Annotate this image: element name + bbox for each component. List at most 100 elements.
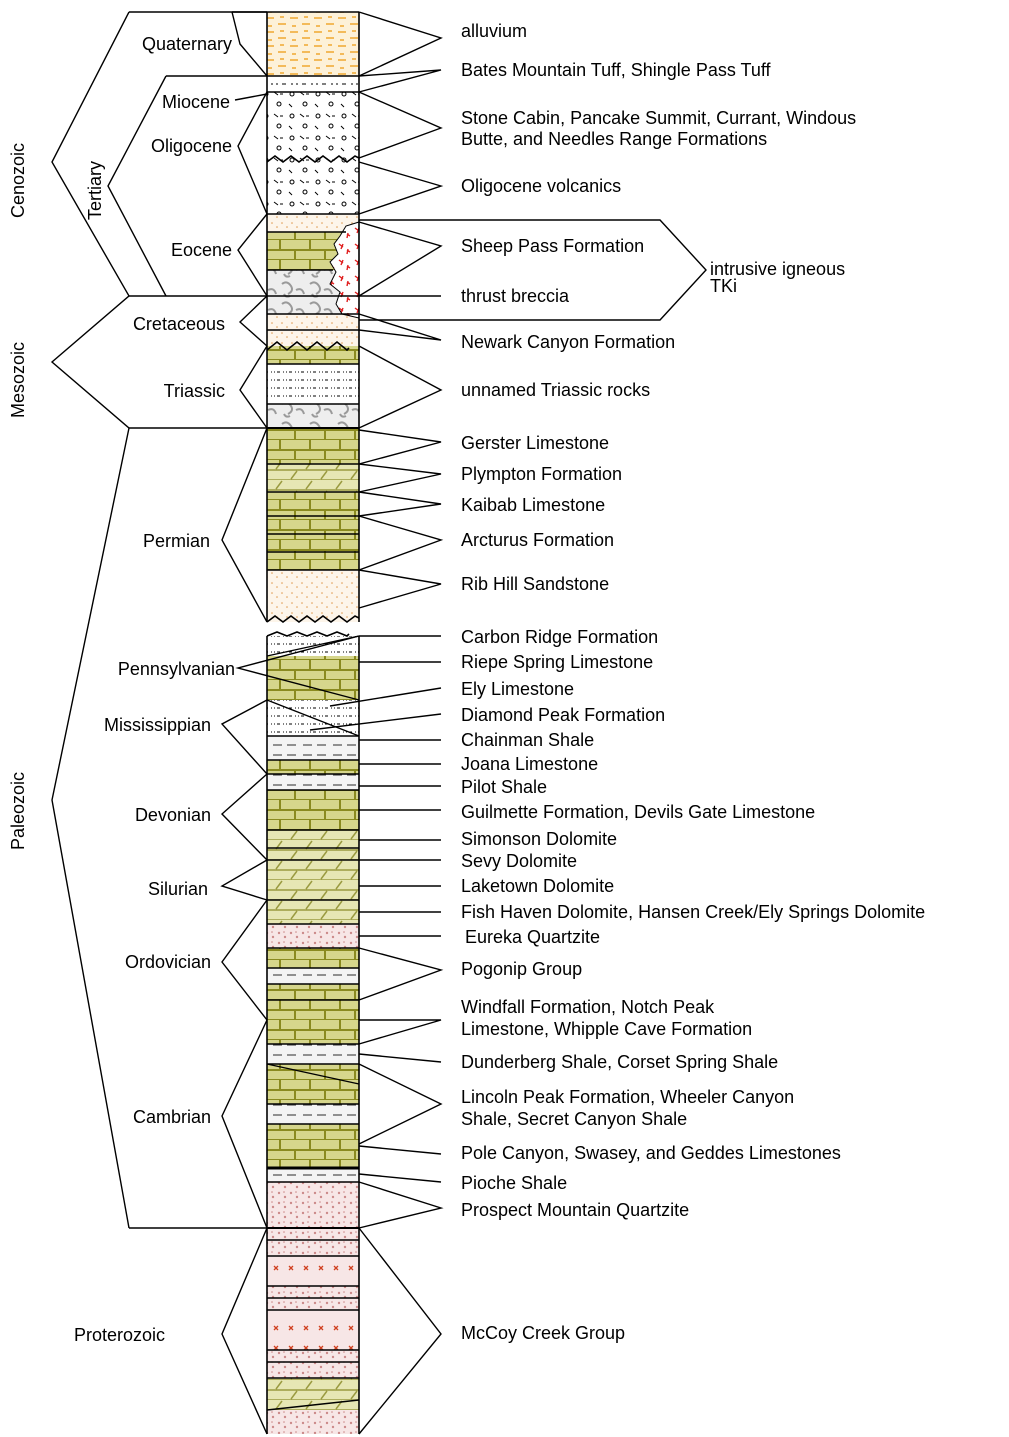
label-alluvium: alluvium (461, 21, 527, 41)
bed-joana-limestone (267, 760, 359, 774)
bed-mccoy-meta-2 (267, 1310, 359, 1350)
bracket-devonian (220, 773, 268, 861)
label-dunderberg: Dunderberg Shale, Corset Spring Shale (461, 1052, 778, 1072)
unit-labels: alluvium Bates Mountain Tuff, Shingle Pa… (461, 21, 925, 1343)
bed-stone-cabin-volcanics (267, 92, 359, 158)
bracket-silurian (220, 859, 268, 901)
bed-mccoy-quartzite-1 (267, 1228, 359, 1256)
label-triassic: Triassic (164, 381, 225, 401)
label-proterozoic: Proterozoic (74, 1325, 165, 1345)
bed-gerster-limestone (267, 428, 359, 464)
label-prospect: Prospect Mountain Quartzite (461, 1200, 689, 1220)
bed-pilot-shale (267, 774, 359, 790)
bracket-cretaceous (238, 295, 268, 347)
label-pole-canyon: Pole Canyon, Swasey, and Geddes Limeston… (461, 1143, 841, 1163)
bracket-mesozoic (50, 295, 130, 429)
era-labels: Cenozoic Mesozoic Paleozoic Tertiary (8, 143, 105, 850)
unconformities (266, 155, 360, 637)
label-ordovician: Ordovician (125, 952, 211, 972)
bed-riepe-spring-limestone (267, 656, 359, 700)
label-kaibab: Kaibab Limestone (461, 495, 605, 515)
bed-pogonip-limestone-lower (267, 984, 359, 1000)
label-permian: Permian (143, 531, 210, 551)
bed-eureka-quartzite (267, 924, 359, 948)
bed-kaibab-limestone (267, 492, 359, 534)
bracket-tertiary (107, 75, 167, 297)
top-gap (267, 2, 359, 12)
label-intrusive-1: intrusive igneous (710, 259, 845, 279)
bracket-ordovician (221, 899, 268, 1021)
right-leaders (309, 11, 707, 1435)
left-brackets (50, 11, 360, 1435)
label-chainman: Chainman Shale (461, 730, 594, 750)
label-ely: Ely Limestone (461, 679, 574, 699)
bracket-cambrian (221, 1019, 268, 1229)
bed-mccoy-quartzite-4 (267, 1410, 359, 1434)
label-sevy: Sevy Dolomite (461, 851, 577, 871)
label-lincoln-2: Shale, Secret Canyon Shale (461, 1109, 687, 1129)
bed-triassic-silt (267, 364, 359, 404)
lithologic-column (267, 12, 359, 1434)
bracket-oligocene (237, 91, 268, 215)
bed-bates-tuff (267, 76, 359, 92)
column-outline (266, 11, 360, 1434)
bed-triassic-breccia (267, 404, 359, 428)
label-pogonip: Pogonip Group (461, 959, 582, 979)
bed-mccoy-quartzite-3 (267, 1350, 359, 1378)
label-carbon-ridge: Carbon Ridge Formation (461, 627, 658, 647)
label-guilmette: Guilmette Formation, Devils Gate Limesto… (461, 802, 815, 822)
bed-rib-hill-sandstone (267, 570, 359, 622)
label-rib-hill: Rib Hill Sandstone (461, 574, 609, 594)
label-windfall-1: Windfall Formation, Notch Peak (461, 997, 715, 1017)
label-windfall-2: Limestone, Whipple Cave Formation (461, 1019, 752, 1039)
bed-dunderberg-shale (267, 1044, 359, 1064)
bed-sevy-laketown-dolomite (267, 860, 359, 900)
bed-pogonip-limestone (267, 948, 359, 968)
label-laketown: Laketown Dolomite (461, 876, 614, 896)
label-tertiary: Tertiary (85, 161, 105, 220)
label-mesozoic: Mesozoic (8, 342, 28, 418)
label-triassic-rocks: unnamed Triassic rocks (461, 380, 650, 400)
bed-mccoy-meta-1 (267, 1256, 359, 1286)
bed-alluvium (267, 12, 359, 76)
label-devonian: Devonian (135, 805, 211, 825)
label-joana: Joana Limestone (461, 754, 598, 774)
bed-simonson-dolomite (267, 830, 359, 860)
label-miocene: Miocene (162, 92, 230, 112)
bracket-proterozoic (221, 1227, 268, 1435)
label-cenozoic: Cenozoic (8, 143, 28, 218)
label-mccoy: McCoy Creek Group (461, 1323, 625, 1343)
label-newark: Newark Canyon Formation (461, 332, 675, 352)
bed-pole-canyon-limestone (267, 1124, 359, 1168)
label-lincoln-1: Lincoln Peak Formation, Wheeler Canyon (461, 1087, 794, 1107)
bed-eocene-sand (267, 214, 359, 232)
bed-lincoln-peak (267, 1064, 359, 1104)
period-labels: Quaternary Miocene Oligocene Eocene Cret… (74, 34, 235, 1345)
bed-chainman-shale (267, 736, 359, 760)
bracket-paleozoic (51, 427, 130, 1229)
bracket-intrusive (359, 219, 707, 321)
label-pioche: Pioche Shale (461, 1173, 567, 1193)
bed-pioche-shale (267, 1168, 359, 1182)
label-diamond: Diamond Peak Formation (461, 705, 665, 725)
label-paleozoic: Paleozoic (8, 772, 28, 850)
bed-pogonip-shale (267, 968, 359, 984)
label-stone-cabin-2: Butte, and Needles Range Formations (461, 129, 767, 149)
label-pennsylvanian: Pennsylvanian (118, 659, 235, 679)
label-bates: Bates Mountain Tuff, Shingle Pass Tuff (461, 60, 772, 80)
bed-plympton-dolomite (267, 464, 359, 492)
label-intrusive-2: TKi (710, 276, 737, 296)
bracket-pennsylvanian (235, 635, 360, 701)
label-mississippian: Mississippian (104, 715, 211, 735)
label-sheep-pass: Sheep Pass Formation (461, 236, 644, 256)
label-pilot: Pilot Shale (461, 777, 547, 797)
label-simonson: Simonson Dolomite (461, 829, 617, 849)
label-eureka: Eureka Quartzite (465, 927, 600, 947)
bed-triassic-limestone (267, 346, 359, 364)
bracket-mississippian (220, 699, 268, 775)
label-eocene: Eocene (171, 240, 232, 260)
bracket-cenozoic (51, 11, 130, 297)
label-oligocene: Oligocene (151, 136, 232, 156)
label-fish-haven: Fish Haven Dolomite, Hansen Creek/Ely Sp… (461, 902, 925, 922)
